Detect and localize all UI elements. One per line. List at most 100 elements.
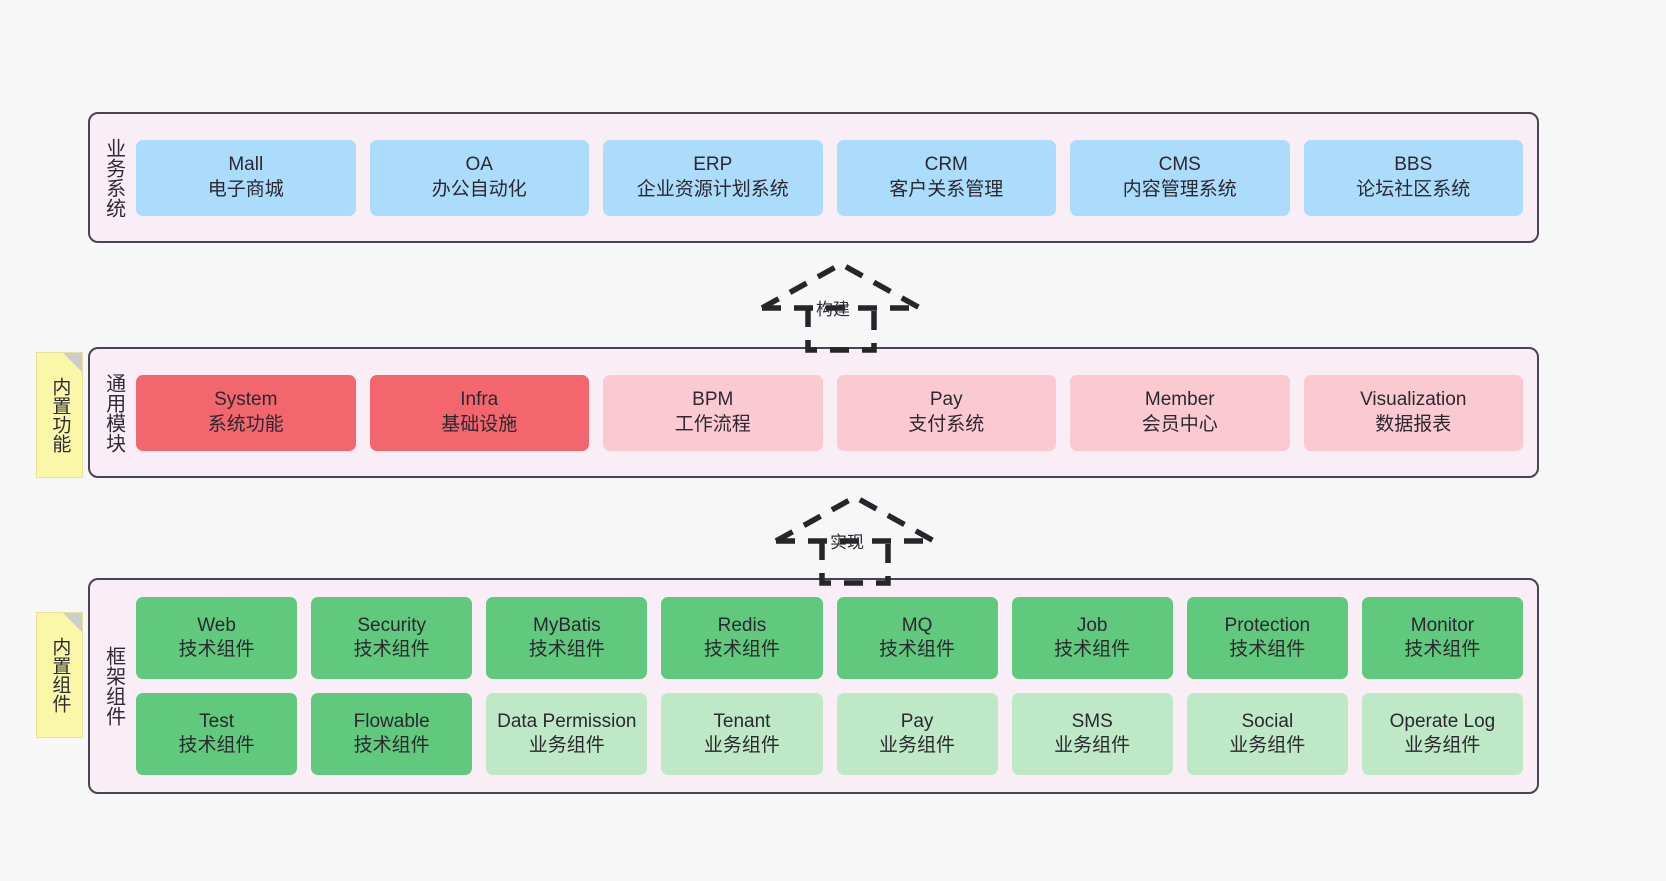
node-title: CMS: [1158, 154, 1201, 176]
node-subtitle: 业务组件: [1054, 735, 1131, 756]
node-monitor[interactable]: Monitor 技术组件: [1361, 597, 1523, 679]
sticky-note-builtin-component: 内置组件: [36, 612, 83, 738]
node-title: Mall: [228, 154, 264, 176]
node-subtitle: 技术组件: [1054, 639, 1131, 660]
node-title: Infra: [460, 389, 499, 411]
node-subtitle: 客户关系管理: [889, 178, 1004, 200]
connector-label-implement: 实现: [830, 533, 864, 552]
connector-label-build: 构建: [816, 300, 850, 319]
node-tenant[interactable]: Tenant 业务组件: [661, 693, 823, 775]
layer-label-common-module: 通用模块: [102, 372, 125, 453]
node-infra[interactable]: Infra 基础设施: [369, 374, 589, 451]
node-web[interactable]: Web 技术组件: [136, 597, 298, 679]
node-title: Pay: [900, 710, 934, 732]
node-visualization[interactable]: Visualization 数据报表: [1303, 374, 1523, 451]
node-title: ERP: [693, 154, 733, 176]
node-security[interactable]: Security 技术组件: [311, 597, 473, 679]
node-erp[interactable]: ERP 企业资源计划系统: [603, 139, 823, 216]
node-subtitle: 办公自动化: [431, 178, 527, 200]
node-title: Member: [1144, 389, 1215, 411]
layer-label-business-system: 业务系统: [102, 137, 125, 218]
node-subtitle: 业务组件: [879, 735, 956, 756]
node-cms[interactable]: CMS 内容管理系统: [1070, 139, 1290, 216]
node-title: Redis: [717, 614, 767, 636]
node-redis[interactable]: Redis 技术组件: [661, 597, 823, 679]
node-test[interactable]: Test 技术组件: [136, 693, 298, 775]
node-subtitle: 技术组件: [703, 639, 780, 660]
node-row: Test 技术组件 Flowable 技术组件 Data Permission …: [136, 693, 1523, 775]
node-operate-log[interactable]: Operate Log 业务组件: [1361, 693, 1523, 775]
node-subtitle: 内容管理系统: [1122, 178, 1237, 200]
node-sms[interactable]: SMS 业务组件: [1011, 693, 1173, 775]
sticky-note-text: 内置功能: [49, 377, 71, 453]
node-subtitle: 会员中心: [1141, 413, 1218, 435]
node-title: Pay: [929, 389, 963, 411]
node-oa[interactable]: OA 办公自动化: [369, 139, 589, 216]
node-subtitle: 技术组件: [1229, 639, 1306, 660]
node-title: Visualization: [1360, 389, 1467, 411]
layer-common-module: 通用模块 System 系统功能 Infra 基础设施 BPM 工作流程 Pay…: [88, 347, 1539, 478]
node-subtitle: 技术组件: [1404, 639, 1481, 660]
layer-body-common-module: System 系统功能 Infra 基础设施 BPM 工作流程 Pay 支付系统…: [136, 349, 1537, 476]
node-job[interactable]: Job 技术组件: [1011, 597, 1173, 679]
node-mybatis[interactable]: MyBatis 技术组件: [486, 597, 648, 679]
node-subtitle: 业务组件: [1229, 735, 1306, 756]
node-system[interactable]: System 系统功能: [136, 374, 356, 451]
node-subtitle: 基础设施: [441, 413, 518, 435]
layer-label-framework-component: 框架组件: [102, 646, 125, 726]
page-fold-icon: [63, 613, 82, 632]
node-protection[interactable]: Protection 技术组件: [1186, 597, 1348, 679]
node-flowable[interactable]: Flowable 技术组件: [311, 693, 473, 775]
dashed-generalization-arrow-icon: [760, 260, 922, 353]
node-data-permission[interactable]: Data Permission 业务组件: [486, 693, 648, 775]
node-row: System 系统功能 Infra 基础设施 BPM 工作流程 Pay 支付系统…: [136, 374, 1523, 451]
node-title: Security: [357, 614, 426, 636]
node-member[interactable]: Member 会员中心: [1070, 374, 1290, 451]
layer-business-system: 业务系统 Mall 电子商城 OA 办公自动化 ERP 企业资源计划系统 CRM…: [88, 112, 1539, 243]
node-pay-component[interactable]: Pay 业务组件: [836, 693, 998, 775]
node-subtitle: 支付系统: [908, 413, 985, 435]
node-bbs[interactable]: BBS 论坛社区系统: [1303, 139, 1523, 216]
sticky-note-builtin-feature: 内置功能: [36, 352, 83, 478]
node-mq[interactable]: MQ 技术组件: [836, 597, 998, 679]
node-subtitle: 技术组件: [528, 639, 605, 660]
node-subtitle: 技术组件: [879, 639, 956, 660]
node-subtitle: 技术组件: [353, 639, 430, 660]
node-title: OA: [465, 154, 493, 176]
layer-framework-component: 框架组件 Web 技术组件 Security 技术组件 MyBatis 技术组件…: [88, 578, 1539, 794]
layer-body-business-system: Mall 电子商城 OA 办公自动化 ERP 企业资源计划系统 CRM 客户关系…: [136, 114, 1537, 241]
node-subtitle: 工作流程: [674, 413, 751, 435]
sticky-note-text: 内置组件: [49, 637, 71, 713]
node-title: CRM: [924, 154, 968, 176]
node-subtitle: 业务组件: [528, 735, 605, 756]
node-row: Web 技术组件 Security 技术组件 MyBatis 技术组件 Redi…: [136, 597, 1523, 679]
connector-implement: 实现: [770, 491, 940, 586]
node-mall[interactable]: Mall 电子商城: [136, 139, 356, 216]
node-bpm[interactable]: BPM 工作流程: [603, 374, 823, 451]
node-social[interactable]: Social 业务组件: [1186, 693, 1348, 775]
node-title: SMS: [1071, 710, 1113, 732]
node-subtitle: 企业资源计划系统: [636, 178, 789, 200]
dashed-generalization-arrow-icon: [774, 493, 936, 586]
node-title: Monitor: [1410, 614, 1475, 636]
page-fold-icon: [63, 353, 82, 372]
layer-body-framework-component: Web 技术组件 Security 技术组件 MyBatis 技术组件 Redi…: [136, 580, 1537, 792]
node-title: System: [214, 389, 278, 411]
connector-build: 构建: [756, 258, 926, 353]
node-title: Test: [199, 710, 234, 732]
node-subtitle: 技术组件: [178, 735, 255, 756]
node-subtitle: 业务组件: [1404, 735, 1481, 756]
node-subtitle: 技术组件: [353, 735, 430, 756]
node-subtitle: 业务组件: [703, 735, 780, 756]
node-subtitle: 数据报表: [1375, 413, 1452, 435]
node-crm[interactable]: CRM 客户关系管理: [836, 139, 1056, 216]
node-title: Tenant: [713, 710, 771, 732]
node-title: BBS: [1394, 154, 1433, 176]
node-title: Job: [1076, 614, 1108, 636]
node-title: Data Permission: [497, 710, 637, 732]
node-title: Flowable: [353, 710, 430, 732]
node-pay-module[interactable]: Pay 支付系统: [836, 374, 1056, 451]
node-title: MyBatis: [533, 614, 601, 636]
node-title: Operate Log: [1389, 710, 1496, 732]
